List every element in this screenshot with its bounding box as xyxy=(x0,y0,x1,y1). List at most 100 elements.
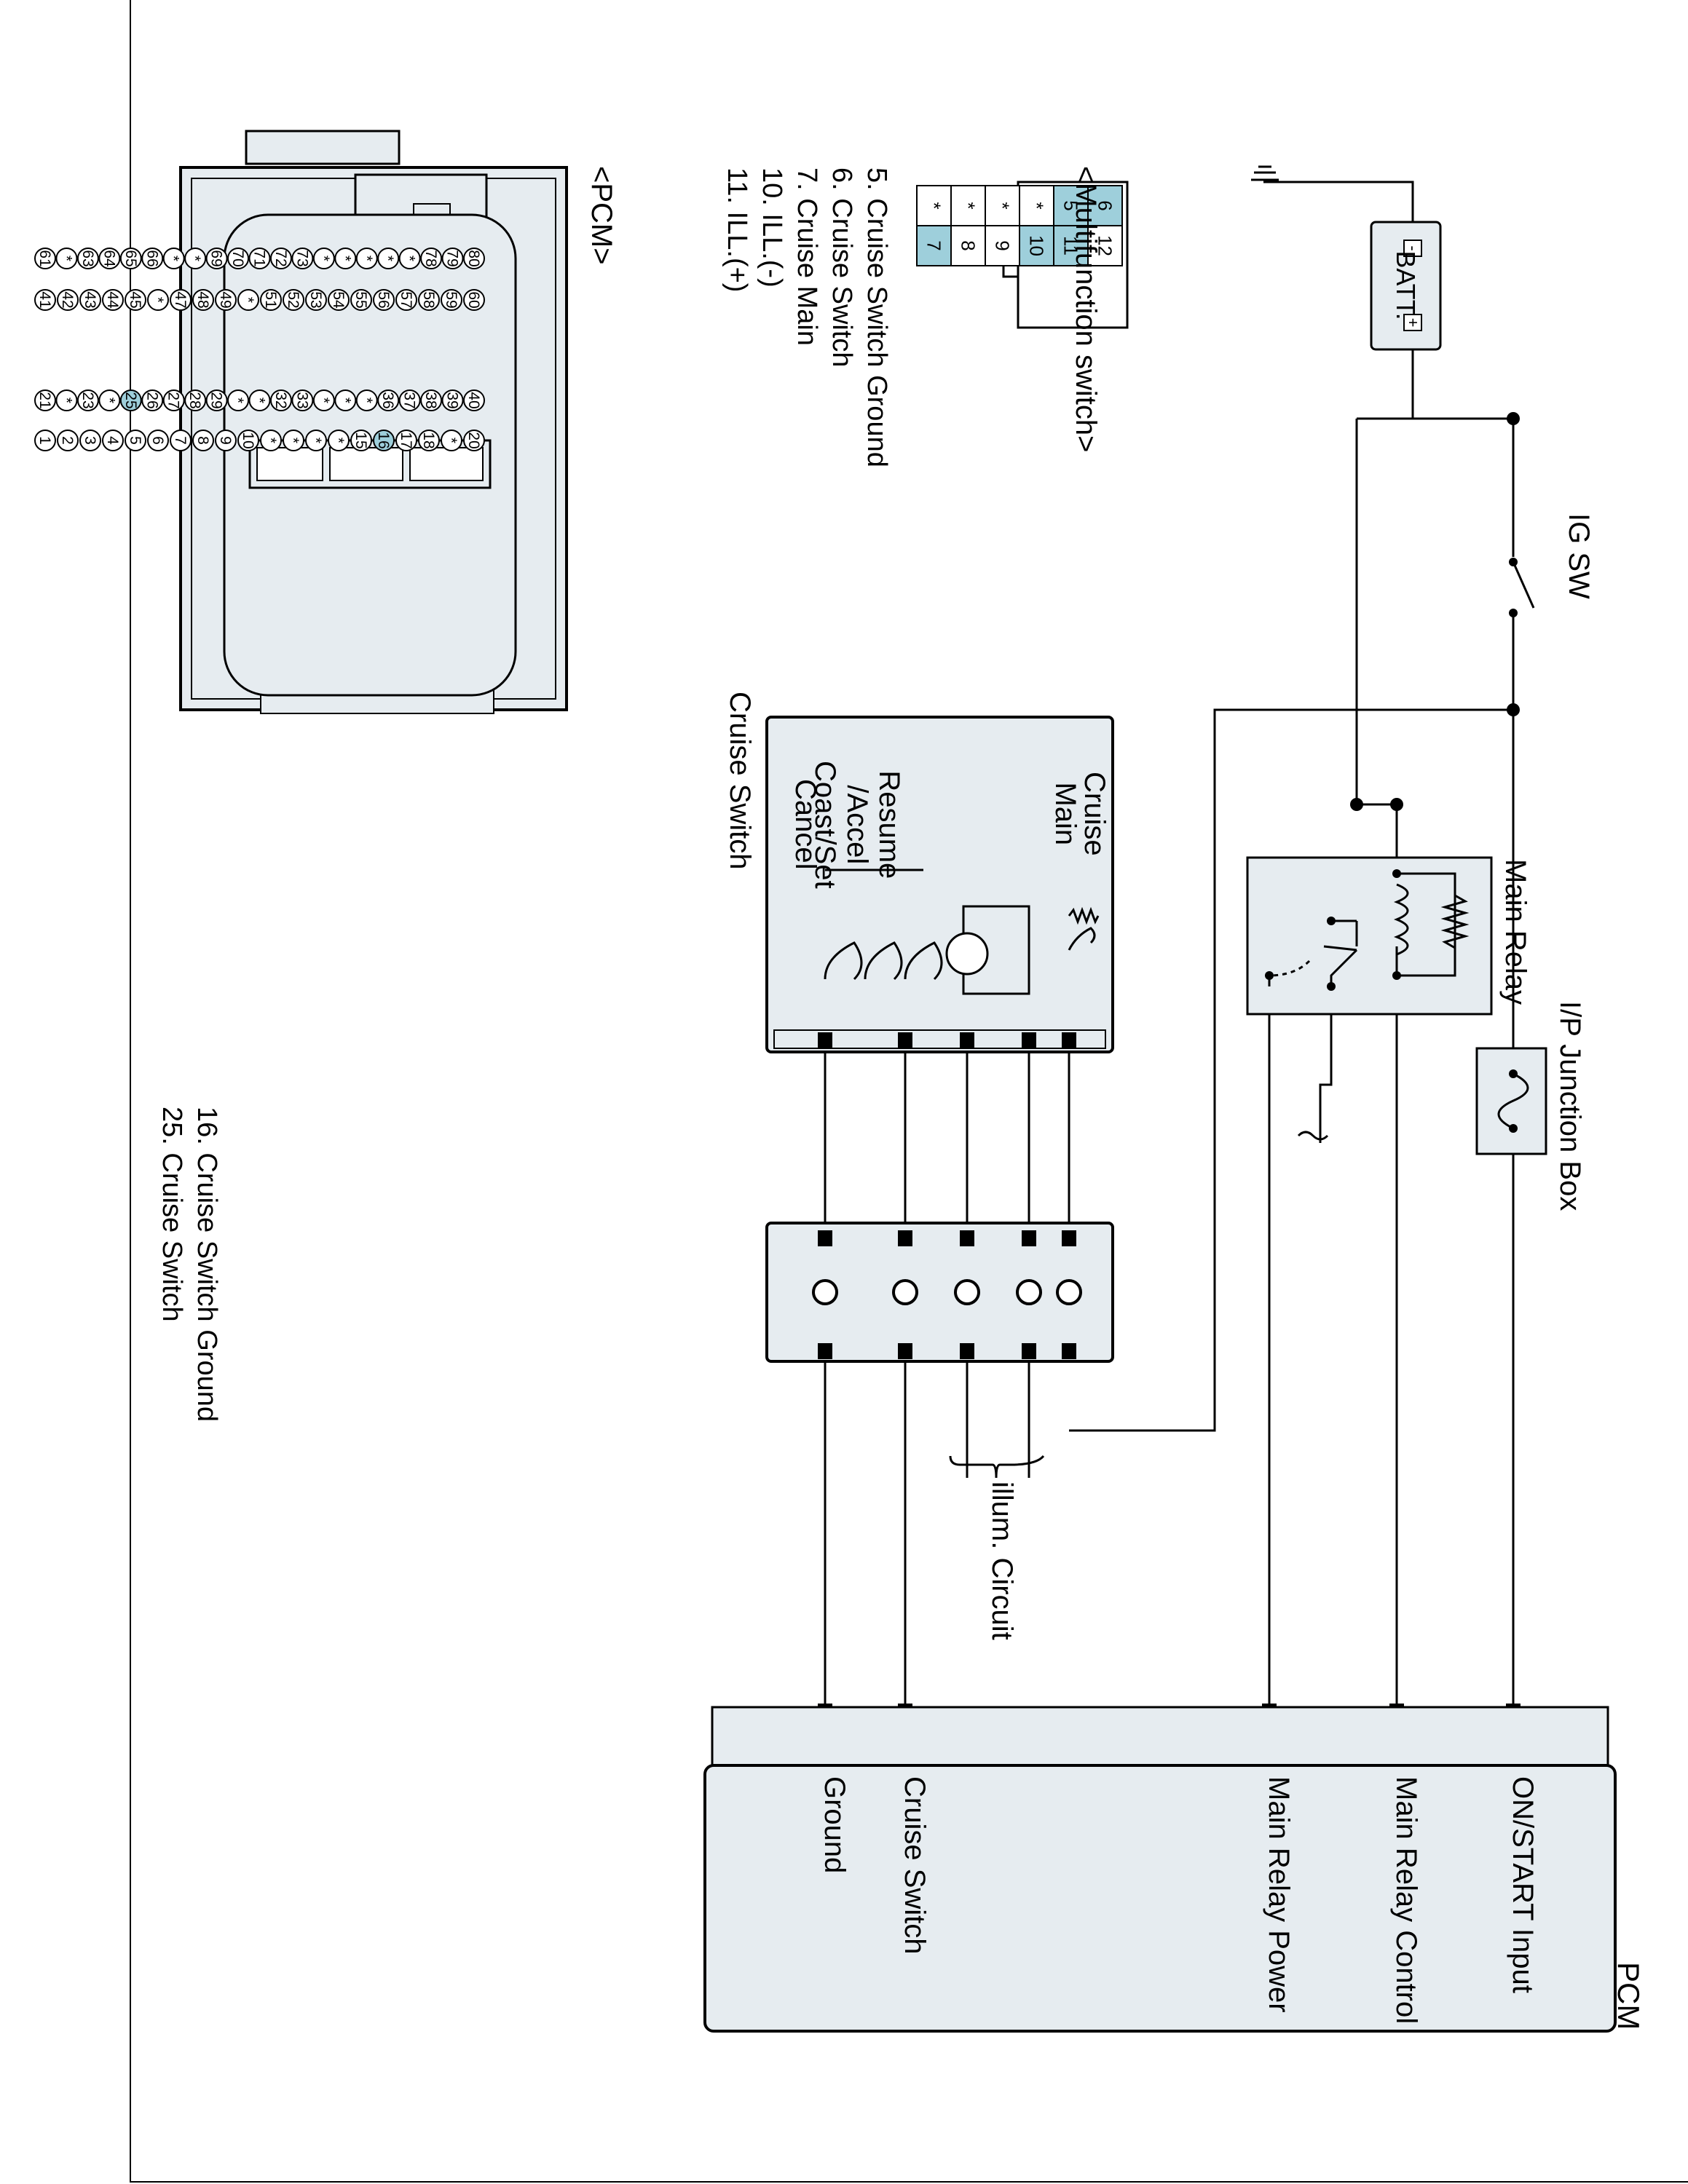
pcm-pin-circle xyxy=(283,430,304,451)
pcm-pin-label: 4 xyxy=(104,436,121,445)
pcm-connector: 20*18171615****109876543214039383736***3… xyxy=(34,130,568,714)
relay-output-termination xyxy=(1297,1131,1329,1141)
pcm-pin-circle xyxy=(269,248,292,269)
pcm-pin-circle xyxy=(205,248,228,269)
pcm-pin-circle xyxy=(463,289,485,311)
pcm-pin-circle xyxy=(350,289,372,311)
pcm-pin-label: * xyxy=(58,397,74,403)
pcm-pin-label: * xyxy=(165,256,182,261)
pcm-pin-circle xyxy=(34,389,56,411)
cruise-position-resume: Resume /Accel Coast/Set xyxy=(809,761,905,889)
pcm-pin-label: 71 xyxy=(251,250,268,266)
pcm-pin-circle xyxy=(192,289,214,311)
pcm-pin-label: * xyxy=(379,256,396,261)
pcm-pin-circle xyxy=(34,430,56,451)
pcm-pin-circle xyxy=(350,430,372,451)
pcm-pin-circle xyxy=(398,389,421,411)
pcm-pin-circle xyxy=(373,430,395,451)
pcm-pin-circle xyxy=(215,430,237,451)
cruise-position-cancel: Cancel xyxy=(789,779,821,870)
pcm-pin-label: 55 xyxy=(352,291,369,308)
pcm-pin-label: 5 xyxy=(127,436,143,445)
pcm-pin-circle xyxy=(463,389,485,411)
mf-connector-cell-label: * xyxy=(958,202,979,209)
multifunction-connector-notes: 5. Cruise Switch Ground 6. Cruise Switch… xyxy=(719,167,894,467)
pcm-pin-circle xyxy=(248,389,271,411)
pcm-pin-circle xyxy=(395,430,417,451)
pcm-pin-label: 73 xyxy=(293,250,310,266)
pcm-pin-circle xyxy=(312,389,335,411)
pcm-pin-label: 1 xyxy=(36,436,53,445)
pcm-pin-label: * xyxy=(149,297,166,303)
pcm-pin-label: 51 xyxy=(262,291,279,308)
pcm-pin-label: * xyxy=(330,438,347,443)
pcm-pin-label: 52 xyxy=(285,291,301,308)
pcm-pin-label: 53 xyxy=(307,291,324,308)
mf-connector-cell-label: 11 xyxy=(1060,236,1082,256)
pcm-pin-circle xyxy=(34,289,56,311)
main-relay xyxy=(1246,856,1493,1016)
mf-connector-cell-label: * xyxy=(992,202,1014,209)
pcm-pin-label: * xyxy=(240,297,256,303)
pcm-pin-label: 26 xyxy=(143,392,160,408)
pcm-pin-label: * xyxy=(251,397,268,403)
pcm-pin-label: 80 xyxy=(465,250,482,266)
mf-connector-cell-box xyxy=(916,225,952,266)
ip-junction-box xyxy=(1475,1047,1547,1155)
pcm-pin-label: * xyxy=(285,438,301,443)
pcm-pin-label: 21 xyxy=(36,392,53,408)
pcm-pin-label: 41 xyxy=(36,291,53,308)
mf-connector-cell-label: 6 xyxy=(1095,200,1116,210)
pcm-pin-circle xyxy=(170,289,192,311)
mf-connector-cell-label: 9 xyxy=(992,240,1014,250)
pcm-pin-label: 36 xyxy=(379,392,396,408)
pcm-pin-circle xyxy=(76,389,99,411)
pcm-pin-circle xyxy=(79,289,101,311)
mf-note: 6. Cruise Switch xyxy=(827,167,857,368)
pcm-terminal-main-relay-control: Main Relay Control xyxy=(1390,1776,1422,2025)
pcm-pin-circle xyxy=(377,248,400,269)
pcm-pin-circle xyxy=(355,389,378,411)
pcm-pin-circle xyxy=(227,389,250,411)
pcm-pin-circle xyxy=(291,389,314,411)
pcm-pin-label: 2 xyxy=(59,436,76,445)
pcm-terminal-cruise-switch: Cruise Switch xyxy=(899,1776,931,1955)
pcm-block xyxy=(703,1706,1617,2033)
pcm-pin-label: * xyxy=(336,397,353,403)
pcm-pin-label: * xyxy=(315,397,332,403)
pcm-pin-label: 58 xyxy=(420,291,437,308)
pcm-pin-circle xyxy=(420,248,443,269)
ig-to-cruise-module-wire xyxy=(1069,708,1513,1432)
pcm-pin-circle xyxy=(98,389,121,411)
pcm-pin-circle xyxy=(162,248,185,269)
pcm-pin-label: 33 xyxy=(293,392,310,408)
pcm-pin-label: 32 xyxy=(272,392,289,408)
pcm-pin-label: 78 xyxy=(422,250,439,266)
pcm-pin-circle xyxy=(312,248,335,269)
pcm-pin-circle xyxy=(141,248,164,269)
pcm-pin-circle xyxy=(215,289,237,311)
pcm-pin-label: 7 xyxy=(172,436,189,445)
pcm-pin-label: 42 xyxy=(59,291,76,308)
pcm-pin-label: 23 xyxy=(79,392,96,408)
cruise-position-main: Cruise Main xyxy=(1049,772,1111,856)
pcm-pin-circle xyxy=(260,430,282,451)
pcm-pin-circle xyxy=(305,430,327,451)
pcm-pin-circle xyxy=(334,389,357,411)
mf-note: 5. Cruise Switch Ground xyxy=(861,167,892,467)
pcm-pin-label: 17 xyxy=(398,432,414,448)
pcm-pin-label: * xyxy=(100,397,117,403)
pcm-pin-label: 6 xyxy=(149,436,166,445)
pcm-pin-label: * xyxy=(307,438,324,443)
pcm-pin-label: 49 xyxy=(217,291,234,308)
ig-switch xyxy=(1509,558,1535,617)
pcm-pin-circle xyxy=(441,389,464,411)
pcm-pin-circle xyxy=(377,389,400,411)
pcm-pin-label: * xyxy=(262,438,279,443)
main-relay-label: Main Relay xyxy=(1499,859,1531,1005)
pcm-connector-title: <PCM> xyxy=(585,166,618,265)
pcm-pin-circle xyxy=(237,430,259,451)
pcm-pin-circle xyxy=(418,430,440,451)
cruise-switch-title: Cruise Switch xyxy=(724,692,756,870)
